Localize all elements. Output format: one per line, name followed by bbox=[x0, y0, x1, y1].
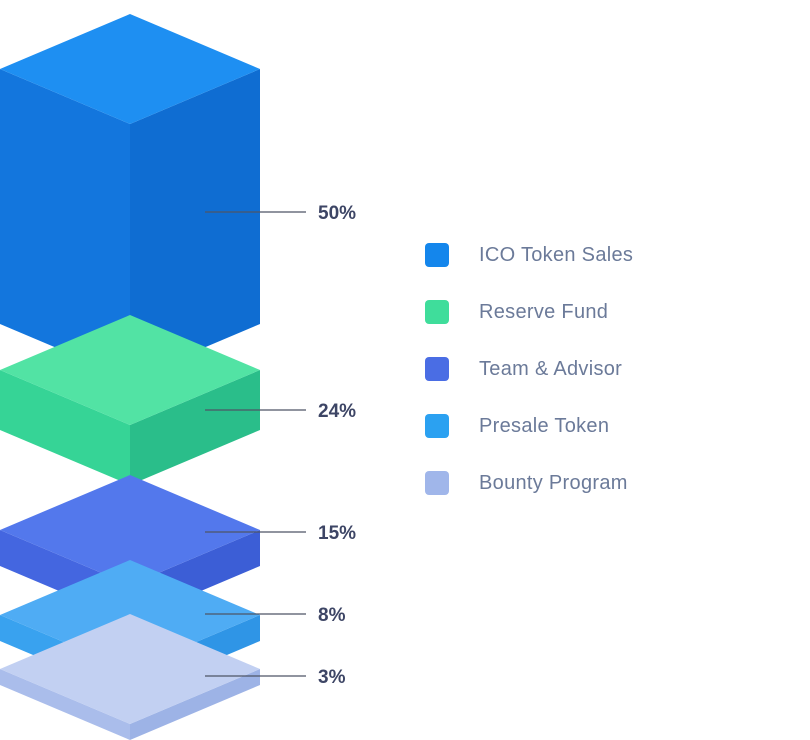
legend-label-ico-token-sales: ICO Token Sales bbox=[479, 243, 634, 266]
legend-item-reserve-fund: Reserve Fund bbox=[425, 300, 633, 324]
legend-item-bounty-program: Bounty Program bbox=[425, 471, 633, 495]
block-left-face bbox=[0, 669, 130, 740]
legend-swatch-bounty-program bbox=[425, 471, 449, 495]
value-label-reserve-fund: 24% bbox=[318, 401, 356, 422]
block-top-face bbox=[0, 315, 260, 425]
value-label-bounty-program: 3% bbox=[318, 667, 346, 688]
legend-label-presale-token: Presale Token bbox=[479, 414, 610, 437]
block-top-face bbox=[0, 475, 260, 585]
legend-item-ico-token-sales: ICO Token Sales bbox=[425, 243, 633, 267]
legend-swatch-ico-token-sales bbox=[425, 243, 449, 267]
legend-label-bounty-program: Bounty Program bbox=[479, 471, 628, 494]
block-right-face bbox=[130, 370, 260, 485]
legend-swatch-team-advisor bbox=[425, 357, 449, 381]
value-label-team-advisor: 15% bbox=[318, 523, 356, 544]
legend-item-presale-token: Presale Token bbox=[425, 414, 633, 438]
value-label-ico-token-sales: 50% bbox=[318, 203, 356, 224]
legend-item-team-advisor: Team & Advisor bbox=[425, 357, 633, 381]
legend-swatch-presale-token bbox=[425, 414, 449, 438]
block-top-face bbox=[0, 14, 260, 124]
block-bounty-program bbox=[0, 614, 260, 740]
block-reserve-fund bbox=[0, 315, 260, 485]
block-team-advisor bbox=[0, 475, 260, 621]
block-left-face bbox=[0, 370, 130, 485]
block-right-face bbox=[130, 669, 260, 740]
legend-swatch-reserve-fund bbox=[425, 300, 449, 324]
block-left-face bbox=[0, 69, 130, 379]
block-ico-token-sales bbox=[0, 14, 260, 379]
value-label-presale-token: 8% bbox=[318, 605, 346, 626]
block-right-face bbox=[130, 69, 260, 379]
legend-label-reserve-fund: Reserve Fund bbox=[479, 300, 609, 323]
block-top-face bbox=[0, 614, 260, 724]
legend-label-team-advisor: Team & Advisor bbox=[479, 357, 623, 380]
